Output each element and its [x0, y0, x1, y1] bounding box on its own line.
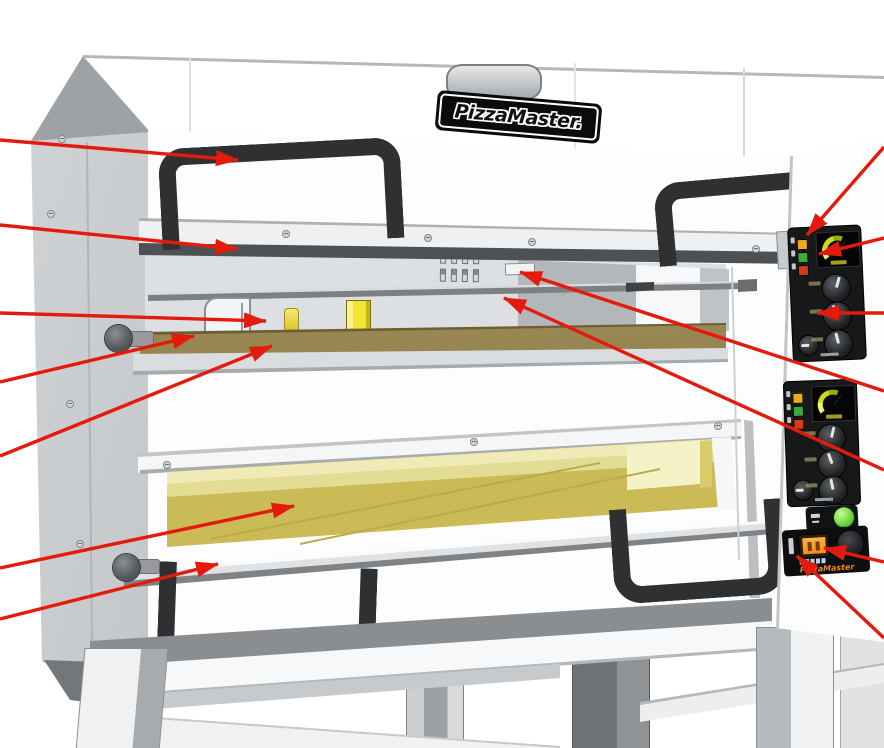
- knob-label: [804, 457, 817, 462]
- bottom-heat-knob: [818, 450, 847, 479]
- screw: [76, 540, 84, 548]
- timer-side-icon: [788, 537, 795, 555]
- screw: [47, 210, 55, 218]
- knob-label: [810, 337, 824, 342]
- upper-control-panel: [788, 225, 866, 362]
- top-heat-knob: [817, 424, 846, 453]
- stand-leg-front-right: [756, 627, 834, 748]
- screw: [714, 422, 722, 430]
- bottom-heat-knob: [823, 301, 852, 331]
- screw: [662, 242, 670, 250]
- indicator-light-green: [797, 251, 809, 264]
- lower-control-panel: [783, 379, 861, 507]
- upper-door-handle-left: [157, 136, 405, 251]
- knob-label: [809, 309, 822, 314]
- indicator-light-amber: [796, 238, 809, 251]
- temperature-gauge: [815, 230, 861, 269]
- knob-label: [805, 483, 818, 488]
- temperature-gauge: [811, 384, 857, 423]
- indicator-icon: [790, 237, 795, 244]
- screw: [282, 230, 290, 238]
- gauge-label: [830, 260, 847, 265]
- indicator-icon: [791, 263, 796, 270]
- screw: [528, 238, 536, 246]
- screw: [66, 400, 74, 408]
- indicator-light-red: [797, 264, 810, 277]
- stand-leg-rear-right: [572, 654, 650, 748]
- vent-slot: [472, 269, 480, 283]
- vent-slot: [450, 268, 458, 282]
- stand-leg-front-left: [75, 648, 169, 748]
- indicator-icon: [786, 391, 791, 398]
- indicator-light-amber: [792, 392, 804, 405]
- vent-slot: [461, 268, 469, 283]
- screw: [163, 461, 171, 469]
- indicator-icon: [786, 404, 791, 411]
- screw: [752, 245, 760, 253]
- power-button: [833, 506, 855, 528]
- indicator-light-green: [792, 405, 805, 417]
- power-icon: [810, 513, 820, 519]
- top-heat-knob: [822, 274, 851, 303]
- screw: [470, 438, 478, 446]
- timer-display: [797, 532, 831, 559]
- lower-door-handle-right: [608, 498, 788, 605]
- buzzer-knob: [836, 529, 865, 558]
- indicator-light-red: [793, 418, 805, 430]
- door-pivot-knob-upper: [105, 325, 132, 352]
- indicator-icon: [791, 250, 796, 257]
- chamber-fitting: [504, 262, 536, 276]
- chamber-lamp: [284, 308, 299, 336]
- door-pivot-knob-lower: [113, 554, 140, 581]
- brand-badge: PizzaMaster.: [434, 89, 603, 145]
- knob-label: [803, 431, 816, 436]
- panel-footer-label: [814, 497, 834, 502]
- screw: [424, 234, 432, 242]
- gauge-label: [826, 414, 843, 419]
- knob-label: [808, 281, 821, 286]
- brand-badge-text: PizzaMaster.: [453, 100, 584, 134]
- screw: [58, 135, 66, 143]
- indicator-icon: [787, 417, 792, 424]
- vent-slot: [439, 268, 447, 282]
- timer-panel: PizzaMaster: [781, 525, 871, 577]
